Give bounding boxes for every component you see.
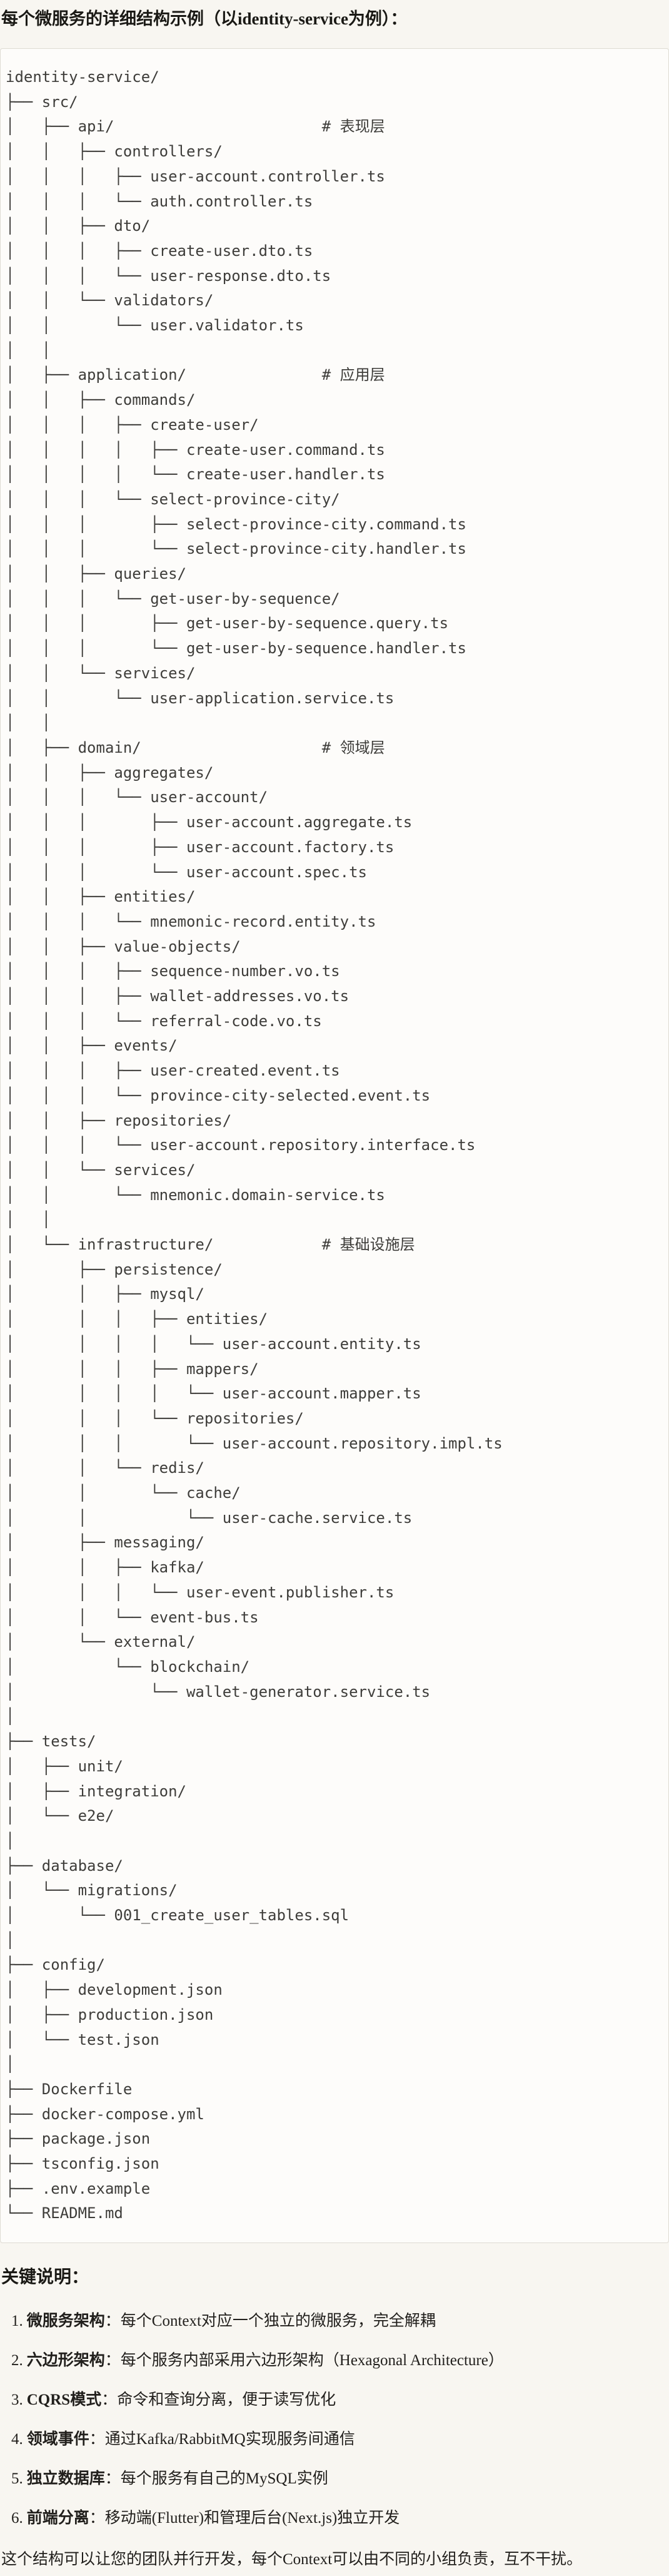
- note-term: 前端分离: [26, 2510, 89, 2527]
- note-term: 六边形架构: [26, 2352, 105, 2370]
- note-item-hexagonal: 2.六边形架构：每个服务内部采用六边形架构（Hexagonal Architec…: [1, 2349, 664, 2373]
- note-desc: ：通过Kafka/RabbitMQ实现服务间通信: [89, 2431, 355, 2448]
- page-title: 每个微服务的详细结构示例（以identity-service为例）：: [1, 9, 408, 28]
- note-item-domain-events: 4.领域事件：通过Kafka/RabbitMQ实现服务间通信: [1, 2428, 664, 2451]
- note-number: 2.: [11, 2352, 23, 2370]
- note-term: CQRS模式: [26, 2391, 102, 2409]
- note-number: 6.: [11, 2510, 23, 2527]
- note-item-database: 5.独立数据库：每个服务有自己的MySQL实例: [1, 2467, 664, 2491]
- note-item-microservice: 1.微服务架构：每个Context对应一个独立的微服务，完全解耦: [1, 2309, 664, 2333]
- note-desc: ：每个服务内部采用六边形架构（Hexagonal Architecture）: [104, 2352, 504, 2370]
- note-number: 5.: [11, 2470, 23, 2488]
- file-tree-code-block: identity-service/ ├── src/ │ ├── api/ # …: [0, 48, 669, 2244]
- note-item-frontend: 6.前端分离：移动端(Flutter)和管理后台(Next.js)独立开发: [1, 2507, 664, 2530]
- note-desc: ：命令和查询分离，便于读写优化: [101, 2391, 336, 2409]
- note-term: 领域事件: [26, 2431, 89, 2448]
- document-page: 每个微服务的详细结构示例（以identity-service为例）： ident…: [0, 8, 669, 2572]
- note-number: 1.: [11, 2313, 23, 2330]
- notes-list: 1.微服务架构：每个Context对应一个独立的微服务，完全解耦 2.六边形架构…: [1, 2309, 664, 2530]
- note-term: 微服务架构: [26, 2313, 105, 2330]
- note-item-cqrs: 3.CQRS模式：命令和查询分离，便于读写优化: [1, 2388, 664, 2412]
- closing-paragraph: 这个结构可以让您的团队并行开发，每个Context可以由不同的小组负责，互不干扰…: [1, 2551, 583, 2568]
- note-number: 3.: [11, 2391, 23, 2409]
- note-desc: ：每个服务有自己的MySQL实例: [104, 2470, 328, 2488]
- note-desc: ：移动端(Flutter)和管理后台(Next.js)独立开发: [89, 2510, 400, 2527]
- notes-section: 关键说明： 1.微服务架构：每个Context对应一个独立的微服务，完全解耦 2…: [0, 2265, 669, 2572]
- notes-heading: 关键说明：: [1, 2268, 89, 2288]
- note-number: 4.: [11, 2431, 23, 2448]
- note-desc: ：每个Context对应一个独立的微服务，完全解耦: [104, 2313, 436, 2330]
- note-term: 独立数据库: [26, 2470, 105, 2488]
